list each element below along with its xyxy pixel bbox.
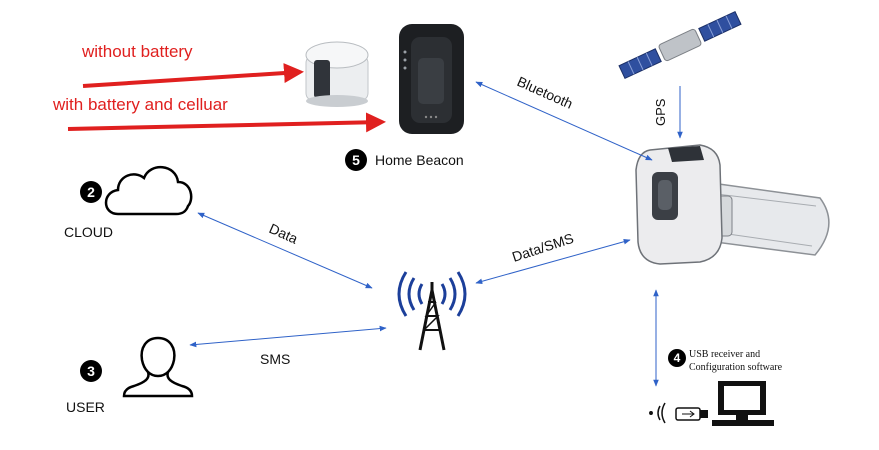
sms-link: [189, 325, 387, 348]
usb-label-line1: USB receiver and: [689, 349, 761, 360]
cloud-label: CLOUD: [64, 224, 114, 240]
usb-number-badge: 4: [668, 349, 686, 367]
user-label: USER: [66, 399, 105, 415]
data-label: Data: [267, 220, 301, 247]
data-sms-label: Data/SMS: [510, 230, 576, 265]
with-battery-annotation: with battery and celluar: [53, 95, 228, 114]
cell-tower-icon: [397, 271, 467, 351]
gps-label: GPS: [653, 98, 668, 126]
tracker-device: [635, 144, 830, 265]
sms-label: SMS: [260, 351, 291, 367]
without-battery-annotation: without battery: [82, 42, 193, 61]
home-beacon-device: [399, 24, 464, 134]
computer-icon: [712, 381, 774, 426]
red-arrow-without-battery: [82, 63, 304, 88]
bluetooth-link: [475, 81, 653, 161]
usb-receiver-icon: [675, 407, 708, 421]
user-number-badge: 3: [80, 360, 102, 382]
cloud-icon: [104, 166, 193, 216]
satellite-icon: [618, 10, 742, 80]
home-beacon-label: Home Beacon: [375, 152, 464, 168]
cloud-number-badge: 2: [80, 181, 102, 203]
user-icon: [122, 336, 194, 398]
red-arrow-with-battery: [67, 112, 386, 133]
bluetooth-label: Bluetooth: [515, 73, 576, 112]
data-sms-link: [475, 238, 631, 285]
small-beacon-device: [305, 41, 369, 107]
wireless-signal-icon: [649, 402, 666, 424]
home-beacon-number-badge: 5: [345, 149, 367, 171]
usb-label-line2: Configuration software: [689, 362, 783, 373]
data-link: [197, 212, 373, 289]
